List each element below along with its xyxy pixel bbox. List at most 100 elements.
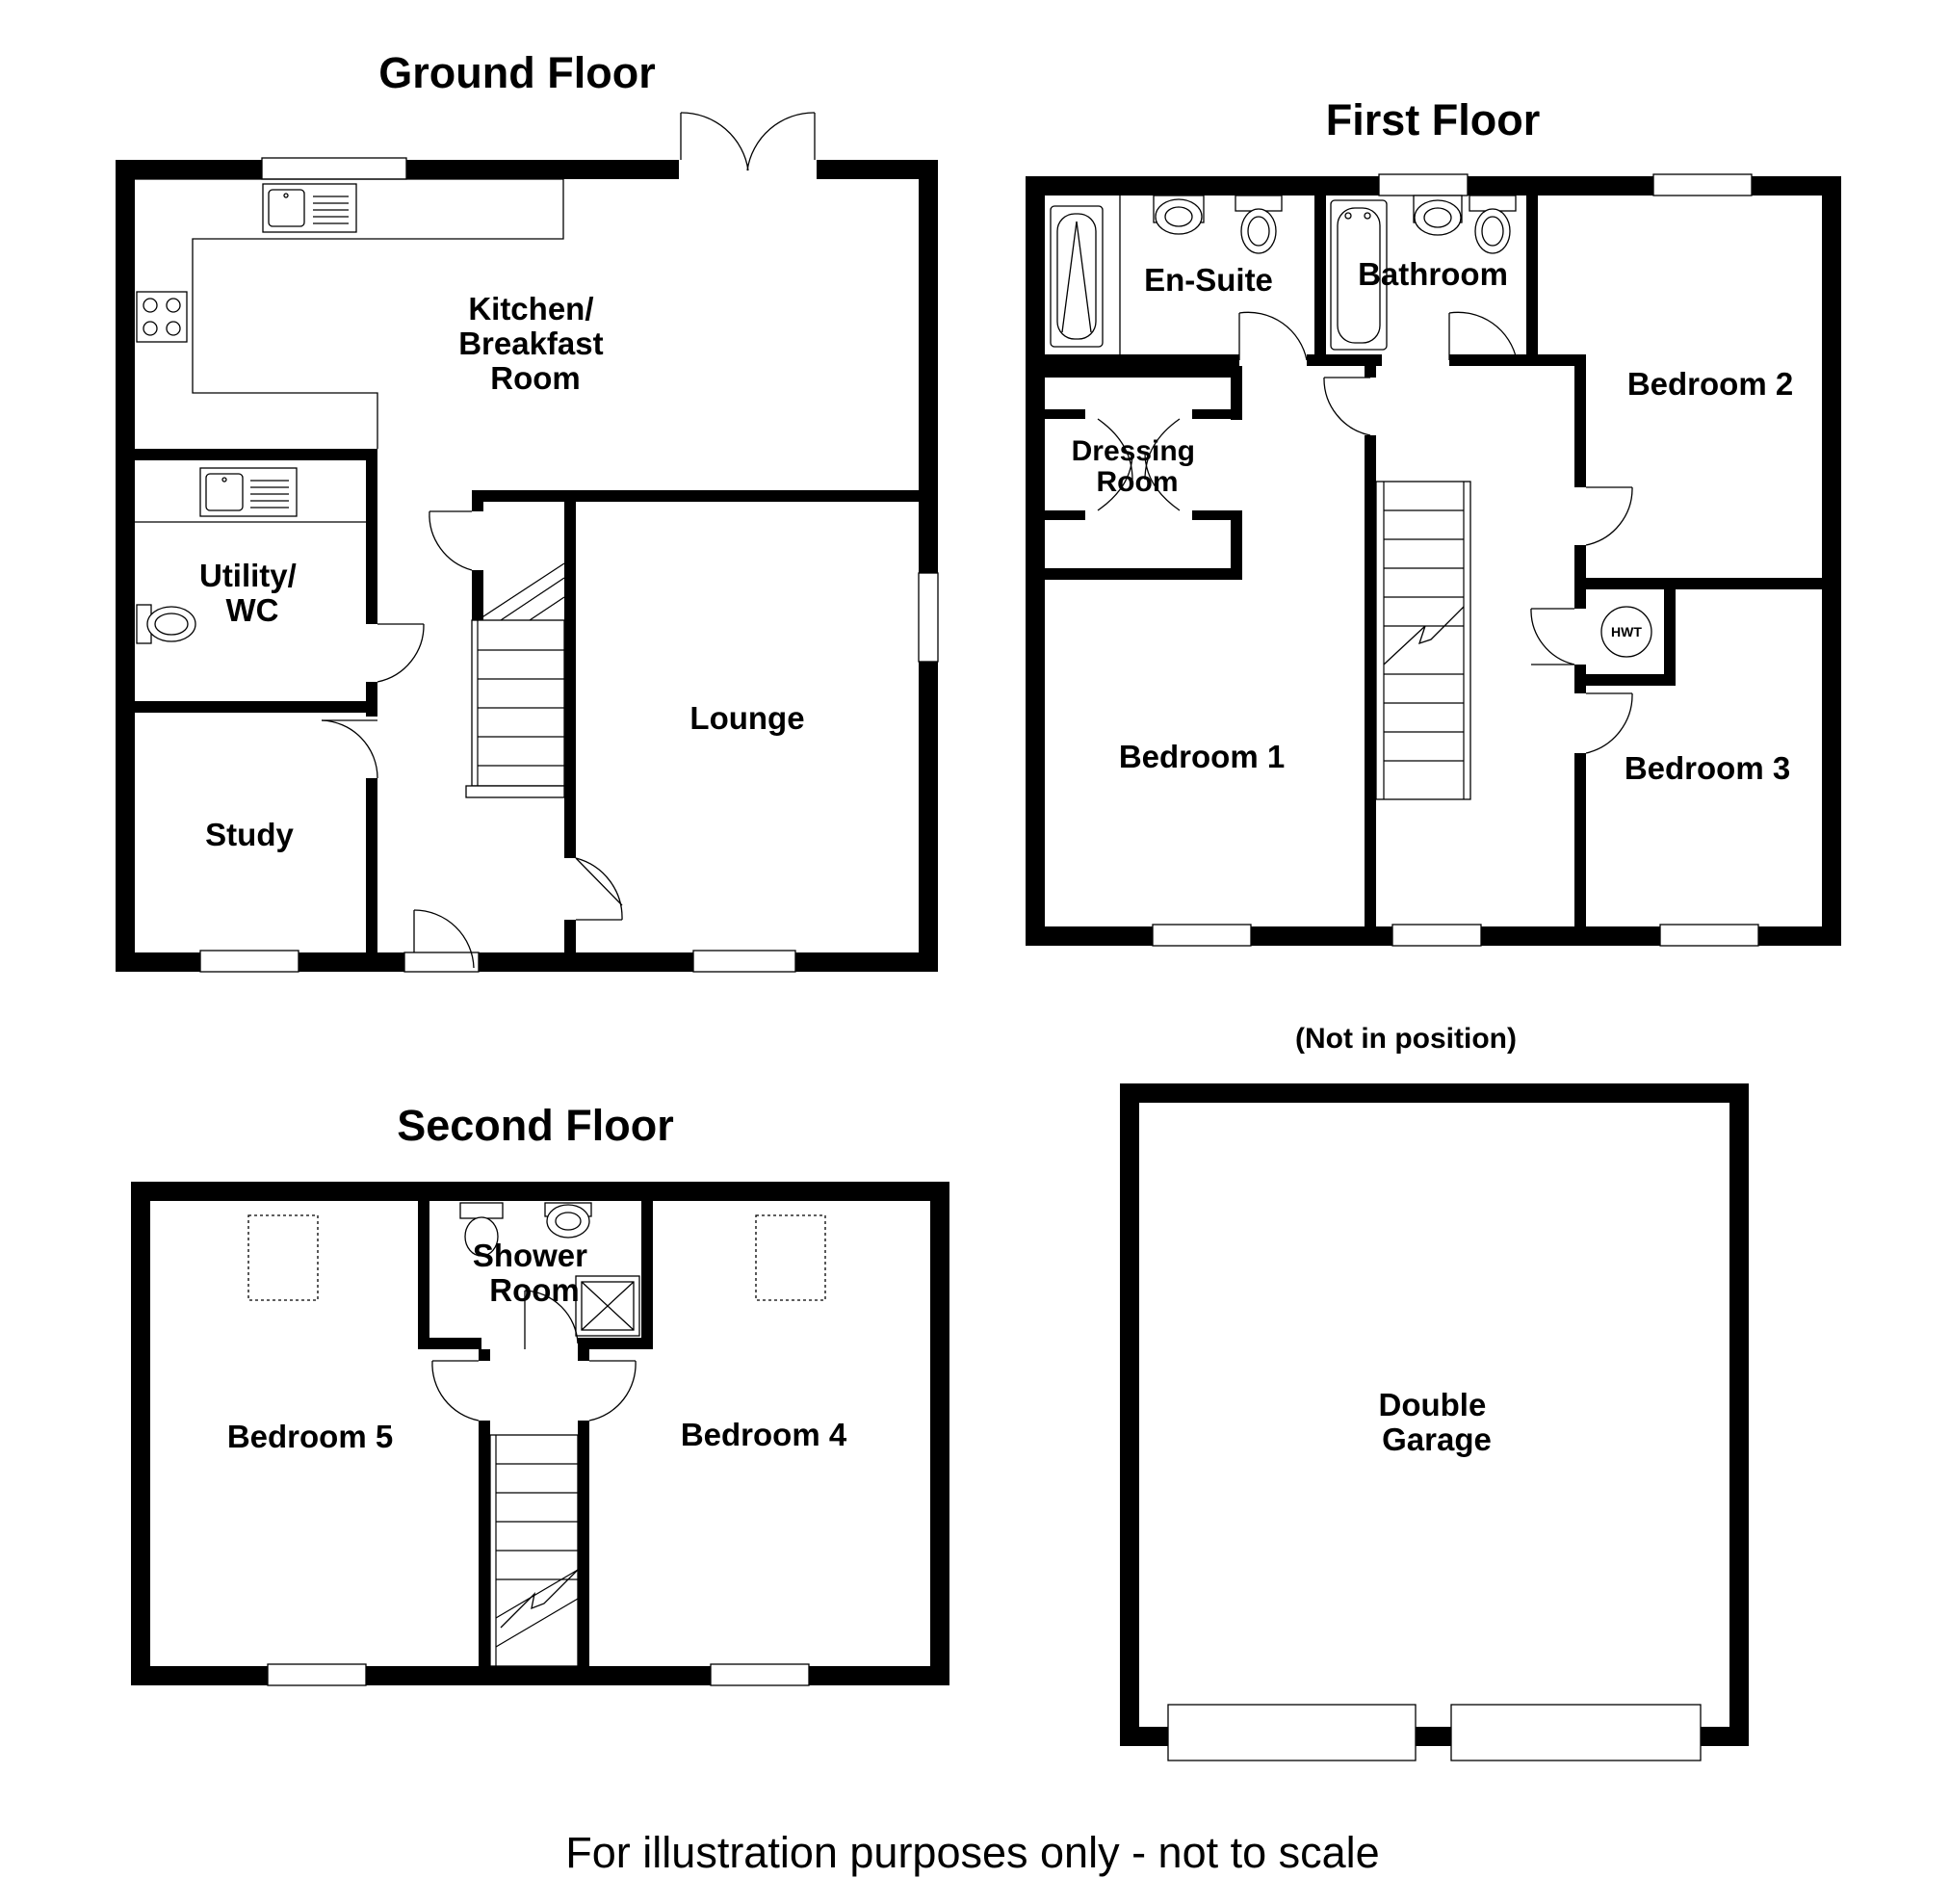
first-wall-bedroom2-left-upper	[1574, 354, 1586, 487]
first-wall-dressing-right-lower	[1231, 510, 1242, 580]
shower-label-line-2: Room	[489, 1272, 580, 1308]
lounge-label: Lounge	[689, 700, 804, 736]
dressing-label-line-1: Dressing	[1072, 435, 1195, 467]
ground-window-lounge	[692, 950, 796, 973]
first-window-bedroom3	[1659, 924, 1759, 947]
ground-floor	[116, 112, 939, 973]
bedroom5-label: Bedroom 5	[227, 1419, 393, 1454]
second-outer-wall-bottom	[131, 1666, 949, 1685]
second-outer-wall-right	[930, 1182, 949, 1685]
ground-wall-stair-left	[472, 570, 483, 620]
dressing-room-doors	[1097, 418, 1181, 511]
ground-wall-kitchen-hall	[472, 490, 938, 502]
ground-wall-utility-study	[135, 701, 377, 713]
second-wall-stair-right	[578, 1421, 589, 1666]
garage-label-line-2: Garage	[1382, 1421, 1492, 1457]
kitchen-label-line-3: Room	[490, 360, 581, 396]
garage-wall-top	[1120, 1083, 1749, 1103]
second-wall-shower-left	[418, 1201, 429, 1338]
bedroom1-label: Bedroom 1	[1119, 739, 1285, 774]
dressing-label-line-2: Room	[1097, 466, 1179, 498]
utility-label: Utility/ WC	[199, 558, 305, 628]
first-wall-dressing-stub-l1	[1045, 409, 1085, 419]
first-wall-bedroom2-bedroom3	[1574, 578, 1822, 589]
second-rooflight-bedroom5	[247, 1214, 319, 1301]
garage-label: Double Garage	[1379, 1387, 1495, 1457]
second-wall-stair-right-top	[578, 1349, 589, 1361]
first-wall-dressing-right-upper	[1231, 366, 1242, 420]
bathroom-label: Bathroom	[1358, 256, 1508, 292]
bathroom-wc	[1469, 195, 1517, 254]
shower-room-door	[524, 1290, 579, 1349]
en-suite-label: En-Suite	[1144, 262, 1273, 298]
ground-door-hall-kitchen	[429, 510, 473, 571]
shower-room-label: Shower Room	[473, 1238, 596, 1308]
shower-room-wc	[459, 1202, 504, 1257]
ensuite-wc	[1235, 195, 1283, 254]
bedroom5-door	[431, 1360, 480, 1421]
double-garage	[1120, 1083, 1749, 1761]
second-floor-title: Second Floor	[397, 1101, 674, 1150]
first-wall-ensuite-bathroom	[1314, 196, 1326, 366]
ground-wall-utility-hall-upper	[366, 460, 377, 624]
bathroom-basin	[1413, 195, 1463, 236]
first-window-bedroom1	[1152, 924, 1252, 947]
first-window-bedroom2	[1652, 173, 1753, 196]
kitchen-hob	[136, 291, 188, 343]
first-wall-hwt-bottom	[1574, 674, 1676, 686]
first-wall-bathroom-right	[1526, 196, 1538, 357]
second-floor	[131, 1182, 949, 1686]
ground-window-kitchen	[261, 157, 407, 180]
hwt-label: HWT	[1611, 624, 1642, 639]
garage-note: (Not in position)	[1295, 1023, 1517, 1055]
garage-wall-right	[1729, 1083, 1749, 1746]
shower-tray	[575, 1275, 640, 1337]
bedroom1-door	[1323, 377, 1371, 436]
second-outer-wall-top	[131, 1182, 949, 1201]
first-wall-hwt-right	[1664, 589, 1676, 674]
first-wall-landing-stub	[1365, 366, 1376, 378]
first-floor-title: First Floor	[1326, 95, 1541, 144]
ensuite-basin	[1153, 195, 1205, 235]
utility-sink	[199, 467, 298, 517]
ground-wall-lounge-hall	[564, 502, 576, 858]
ground-wall-lounge-hall-bottom	[564, 920, 576, 952]
shower-room-basin	[544, 1202, 592, 1239]
bedroom3-label: Bedroom 3	[1625, 750, 1790, 786]
first-wall-dressing-stub-r1	[1192, 409, 1242, 419]
ground-door-lounge	[575, 857, 623, 921]
first-wall-bedroom2-left-lower	[1574, 545, 1586, 586]
first-wall-bathroom-bottom-right	[1449, 354, 1542, 366]
first-wall-dressing-stub-l2	[1045, 510, 1085, 520]
first-window-bathroom	[1378, 173, 1469, 196]
ground-outer-wall-right	[919, 160, 938, 972]
shower-label-line-1: Shower	[473, 1238, 587, 1273]
second-wall-stair-left	[479, 1421, 490, 1666]
second-window-bedroom5	[267, 1663, 367, 1686]
first-wall-dressing-top	[1045, 366, 1242, 378]
ground-window-lounge-side	[918, 572, 939, 663]
second-rooflight-bedroom4	[755, 1214, 826, 1301]
bedroom3-door	[1585, 692, 1633, 754]
first-staircase	[1375, 481, 1471, 800]
ground-outer-wall-top-right	[817, 160, 938, 179]
ground-wall-stair-stub	[472, 490, 483, 511]
garage-door-left	[1167, 1704, 1417, 1761]
first-window-landing	[1391, 924, 1482, 947]
ground-wall-kitchen-utility	[135, 449, 377, 460]
ensuite-bath	[1050, 205, 1104, 348]
second-staircase	[489, 1434, 579, 1667]
second-outer-wall-left	[131, 1182, 150, 1685]
bathroom-door	[1448, 311, 1518, 361]
first-wall-bedroom3-left-upper	[1574, 665, 1586, 693]
first-outer-wall-left	[1026, 176, 1045, 946]
bedroom4-door	[588, 1360, 637, 1421]
second-wall-shower-bottom-right	[578, 1338, 653, 1349]
garage-wall-left	[1120, 1083, 1139, 1746]
garage-door-right	[1450, 1704, 1702, 1761]
kitchen-sink	[262, 183, 357, 233]
ground-french-doors	[680, 112, 816, 171]
first-wall-bedroom1-landing	[1365, 435, 1376, 926]
hwt-cupboard-door	[1530, 608, 1575, 665]
ground-door-utility	[377, 623, 425, 683]
